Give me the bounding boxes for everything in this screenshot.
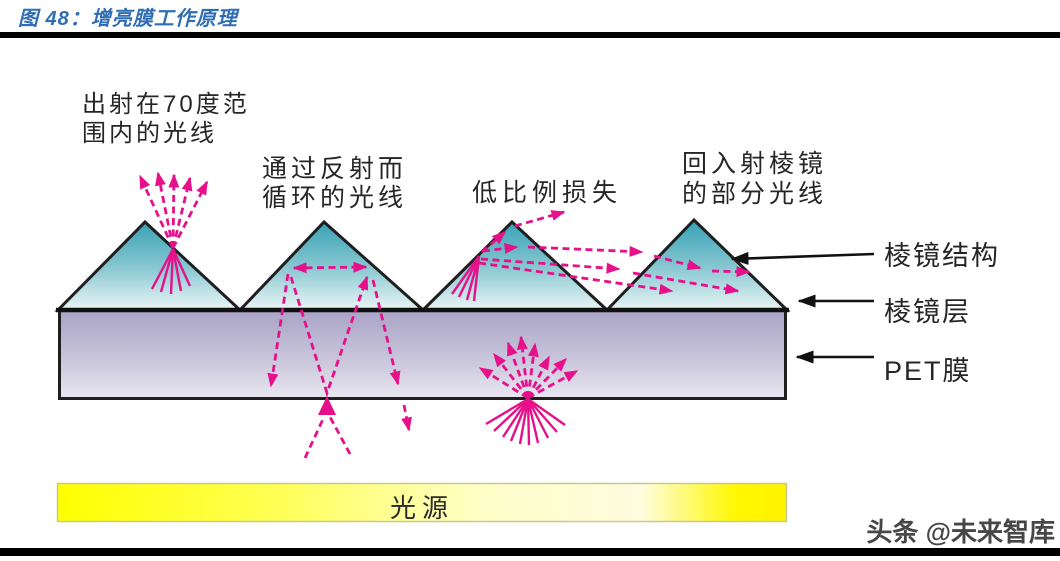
ray-fan-in-film — [478, 335, 579, 446]
label-line: 循环的光线 — [262, 184, 408, 212]
light-rays — [138, 171, 751, 459]
reflect-down-right-ray — [371, 279, 401, 386]
label-reenter-prism: 回入射棱镜 的部分光线 — [682, 149, 827, 209]
prism-structure-arrow — [730, 251, 875, 265]
label-line: 围内的光线 — [82, 120, 217, 147]
incoming-solid-rays — [451, 255, 481, 302]
loss-and-reenter-rays — [478, 210, 751, 295]
watermark-toutiao: 头条 @未来智库 — [866, 517, 1055, 547]
exit-arrow-rays — [138, 171, 209, 249]
entry-arrowhead — [318, 396, 336, 415]
label-low-loss: 低比例损失 — [472, 179, 623, 207]
figure-title: 图 48：增亮膜工作原理 — [18, 8, 238, 30]
label-prism-structure: 棱镜结构 — [884, 241, 1000, 271]
source-solid-rays — [485, 397, 566, 446]
ray-recycled-prism2 — [267, 261, 412, 459]
label-recycled-light: 通过反射而 循环的光线 — [262, 155, 407, 213]
label-line: 出射在70度范 — [82, 91, 250, 118]
light-source-bar — [56, 482, 788, 523]
pet-film-body — [58, 309, 787, 400]
entry-ray-tail-right — [328, 416, 352, 455]
entry-ray-tail-left — [303, 416, 326, 459]
callout-arrows — [730, 251, 875, 364]
ray-fan-exit-prism1 — [138, 171, 209, 295]
incoming-solid-rays — [150, 248, 192, 295]
footer-divider — [0, 548, 1060, 556]
exit-bottom-ray — [401, 404, 412, 432]
reflect-down-left-ray — [267, 273, 290, 388]
label-line: 回入射棱镜 — [682, 150, 828, 178]
v-bounce-ray — [289, 275, 369, 398]
label-pet-film: PET膜 — [884, 356, 972, 386]
prism-1 — [54, 219, 244, 312]
header-divider — [0, 32, 1060, 38]
label-prism-layer: 棱镜层 — [884, 297, 971, 327]
ray-lowloss-prism3 — [451, 210, 751, 302]
spread-arrow-rays — [478, 335, 579, 400]
bounce-horizontal-ray — [292, 261, 368, 274]
label-light-source: 光源 — [389, 493, 454, 523]
diagram-canvas — [54, 171, 875, 523]
label-line: 通过反射而 — [262, 155, 408, 183]
prism-4 — [603, 217, 791, 312]
label-line: 的部分光线 — [682, 180, 828, 208]
label-exit-70-degrees: 出射在70度范 围内的光线 — [82, 90, 250, 148]
prism-2 — [236, 219, 427, 312]
